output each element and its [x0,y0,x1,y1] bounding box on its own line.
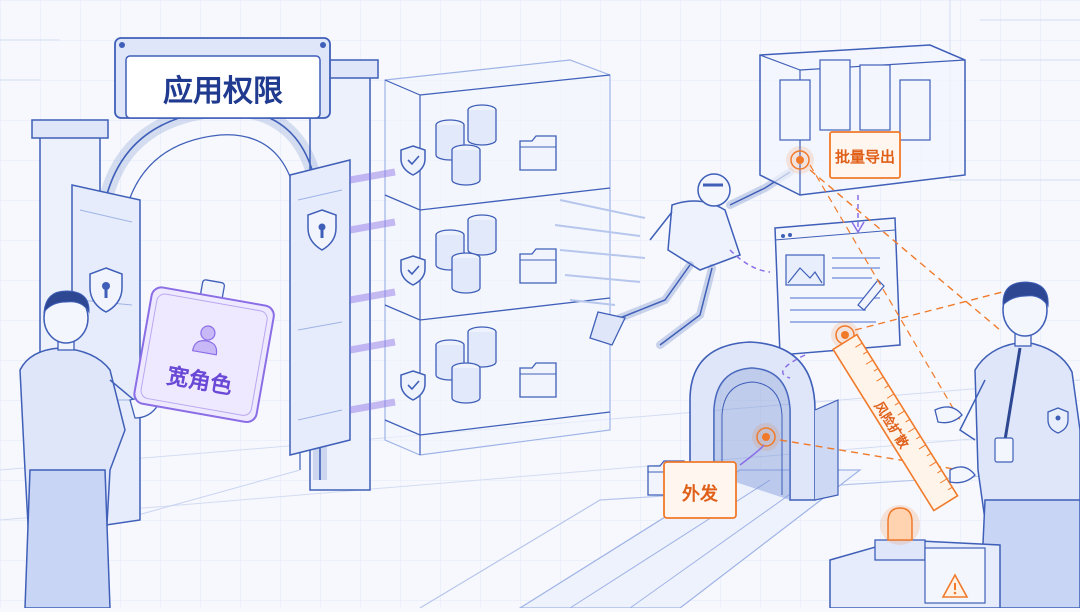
security-guard-figure [934,281,1080,609]
alarm-light-icon [880,505,920,545]
shield-keyhole-icon [1047,407,1069,434]
pen-icon [857,279,885,311]
gate-sign-title: 应用权限 [163,74,283,109]
shield-keyhole-icon [307,209,337,251]
employee-figure [19,290,159,609]
outbound-tunnel: 外发 [517,341,862,609]
image-icon [785,254,825,286]
robot-figure [554,168,794,349]
shield-keyhole-icon [89,267,123,313]
outbound-tag: 外发 [682,483,719,505]
role-badge: 宽角色 [133,279,275,423]
warning-icon [941,573,969,598]
user-icon [191,325,218,356]
gate: 应用权限 [31,37,379,551]
document-panel [774,217,901,356]
alarm-console [829,505,1001,609]
risk-ruler: 风险扩散 [832,333,959,512]
data-shelf [349,59,611,456]
export-tag: 批量导出 [835,148,895,166]
file-cabinet: 批量导出 [759,44,966,196]
